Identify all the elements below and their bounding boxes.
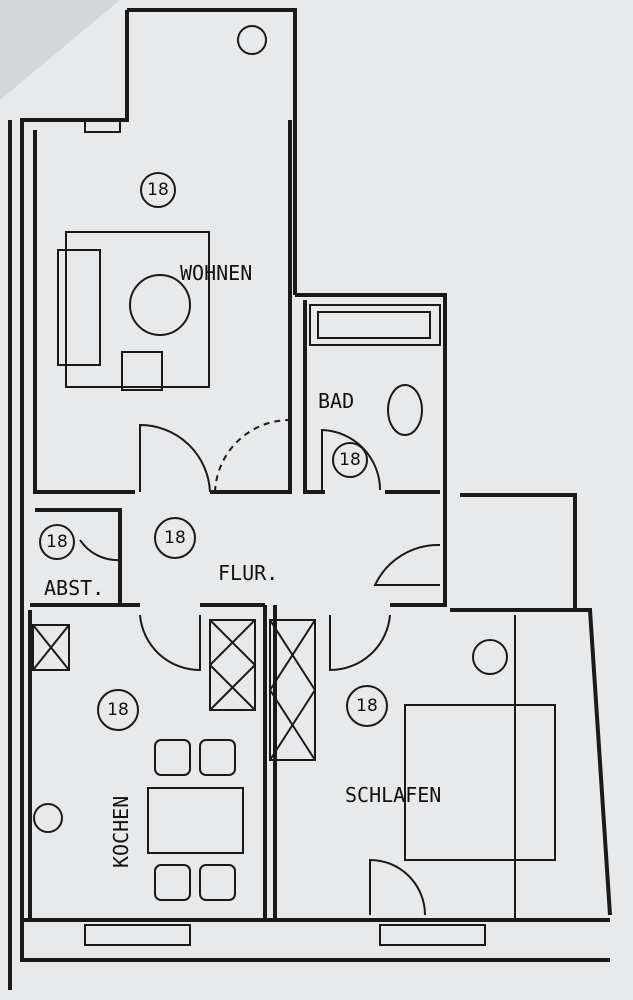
room-label-flur: FLUR. bbox=[218, 561, 278, 585]
room-label-schlafen: SCHLAFEN bbox=[345, 783, 441, 807]
room-number-schlafen: 18 bbox=[356, 696, 378, 716]
room-flur: 18 FLUR. bbox=[154, 517, 278, 585]
doors bbox=[79, 418, 441, 916]
room-wohnen: 18 WOHNEN bbox=[140, 172, 252, 285]
room-number-abst: 18 bbox=[46, 532, 68, 552]
room-kochen: 18 KOCHEN bbox=[97, 689, 139, 868]
room-schlafen: 18 SCHLAFEN bbox=[345, 685, 441, 807]
room-number-circle bbox=[140, 172, 176, 208]
room-number-wohnen: 18 bbox=[147, 180, 169, 200]
furniture bbox=[32, 25, 556, 920]
room-number-kochen: 18 bbox=[107, 700, 129, 720]
room-number-flur: 18 bbox=[164, 528, 186, 548]
room-label-kochen: KOCHEN bbox=[109, 796, 133, 868]
room-label-bad: BAD bbox=[318, 389, 354, 413]
room-bad: 18 BAD bbox=[318, 389, 368, 478]
windows bbox=[84, 119, 486, 946]
room-number-bad: 18 bbox=[339, 450, 361, 470]
room-label-wohnen: WOHNEN bbox=[180, 261, 252, 285]
room-abst: 18 ABST. bbox=[39, 524, 104, 600]
interior-walls bbox=[28, 120, 575, 920]
room-label-abst: ABST. bbox=[44, 576, 104, 600]
